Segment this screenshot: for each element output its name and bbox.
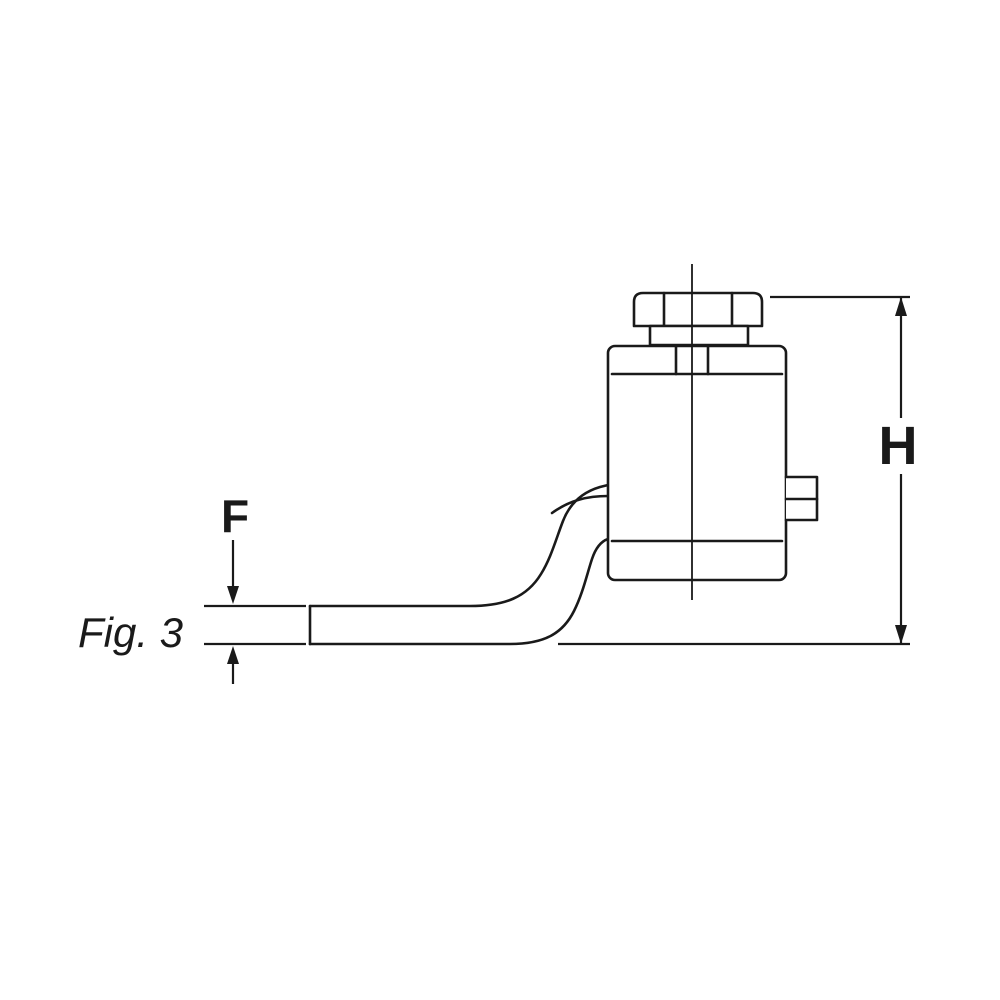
- hex-head-outline: [632, 291, 764, 328]
- dimension-f: F: [204, 490, 306, 684]
- h-dimension-label: H: [879, 416, 918, 476]
- f-dimension-label: F: [221, 490, 249, 542]
- f-arrow-up: [227, 646, 239, 664]
- strap-bottom-edge: [308, 537, 610, 646]
- part-strap: [308, 483, 610, 646]
- h-arrow-up: [895, 297, 907, 316]
- dimension-h: H: [558, 295, 918, 646]
- strap-top-edge: [308, 483, 610, 608]
- h-arrow-down: [895, 625, 907, 644]
- strap-inner-bend-edge: [550, 494, 610, 515]
- body-outline: [606, 344, 788, 582]
- part-side-tab: [784, 475, 819, 522]
- part-body: [606, 344, 788, 582]
- washer-outline: [648, 324, 750, 347]
- part-hex-bolt: [632, 291, 764, 347]
- f-arrow-down: [227, 586, 239, 604]
- figure-caption: Fig. 3: [78, 609, 183, 656]
